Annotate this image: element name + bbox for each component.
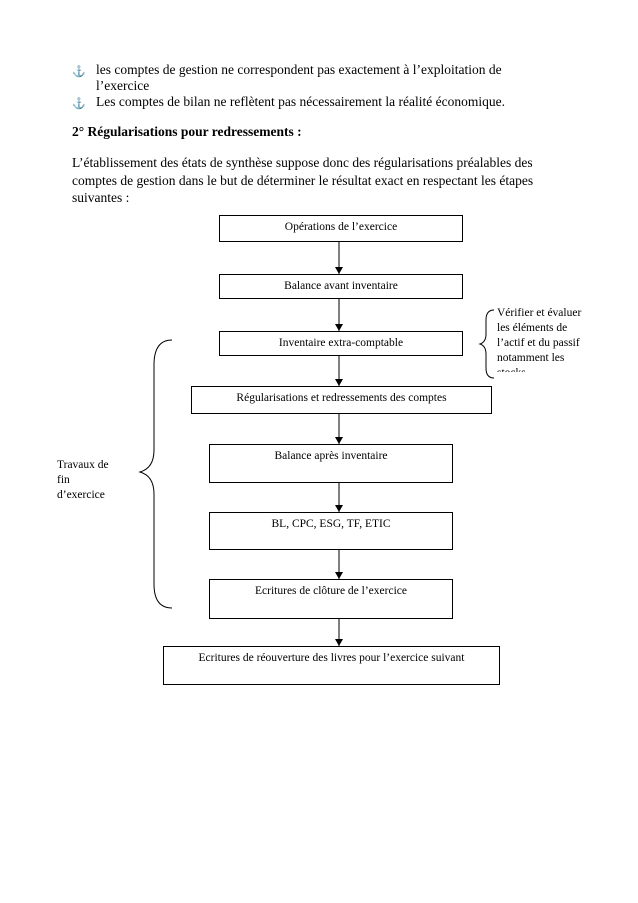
bullet-text-line: les comptes de gestion ne correspondent … [96, 62, 502, 77]
flow-step-operations: Opérations de l’exercice [219, 215, 463, 242]
right-brace [478, 309, 495, 379]
right-side-note: Vérifier et évaluer les éléments de l’ac… [497, 306, 607, 372]
flow-step-cloture: Ecritures de clôture de l’exercice [209, 579, 453, 619]
section-paragraph: L’établissement des états de synthèse su… [72, 155, 534, 205]
left-brace [138, 339, 173, 609]
flow-step-regularisations: Régularisations et redressements des com… [191, 386, 492, 414]
flow-step-reouverture: Ecritures de réouverture des livres pour… [163, 646, 500, 685]
bullet-item-1: ⚓ les comptes de gestion ne corresponden… [72, 62, 552, 94]
bullet-text-line: Les comptes de bilan ne reflètent pas né… [96, 94, 505, 109]
note-line: stocks [497, 366, 607, 372]
note-line: Travaux de [57, 459, 109, 471]
bullet-item-2: ⚓ Les comptes de bilan ne reflètent pas … [72, 94, 552, 112]
note-line: d’exercice [57, 489, 105, 501]
note-line: Vérifier et évaluer [497, 307, 582, 319]
anchor-bullet-icon: ⚓ [72, 66, 86, 78]
left-side-note: Travaux de fin d’exercice [57, 458, 132, 508]
note-line: notamment les [497, 352, 565, 364]
flow-step-etats-synthese: BL, CPC, ESG, TF, ETIC [209, 512, 453, 550]
flow-step-balance-apres: Balance après inventaire [209, 444, 453, 483]
bullet-text-line: l’exercice [96, 78, 150, 93]
note-line: l’actif et du passif [497, 337, 580, 349]
section-heading: 2° Régularisations pour redressements : [72, 124, 302, 139]
flow-step-balance-avant: Balance avant inventaire [219, 274, 463, 299]
flow-step-inventaire: Inventaire extra-comptable [219, 331, 463, 356]
anchor-bullet-icon: ⚓ [72, 98, 86, 110]
note-line: les éléments de [497, 322, 568, 334]
note-line: fin [57, 474, 70, 486]
